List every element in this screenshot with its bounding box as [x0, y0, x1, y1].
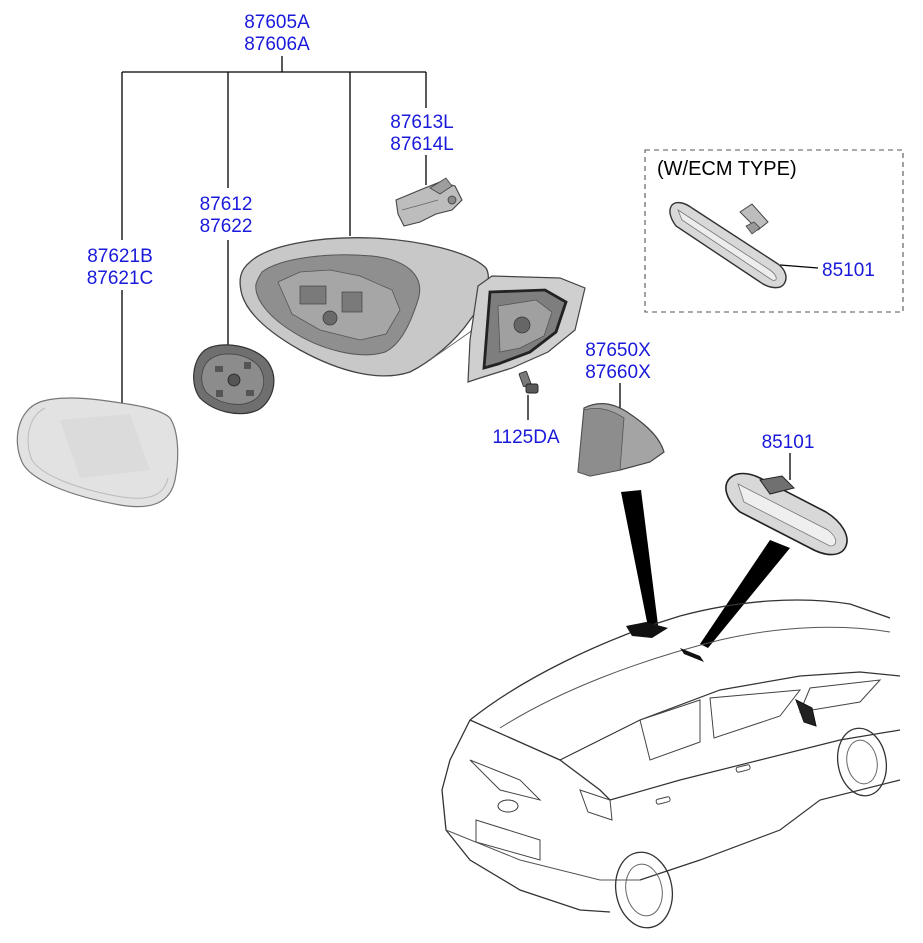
- label-mirror-glass[interactable]: 87621B 87621C: [87, 246, 154, 289]
- callout-title: (W/ECM TYPE): [657, 158, 797, 180]
- garnish-icon[interactable]: [577, 403, 665, 477]
- assembly-leader-lines: [121, 56, 819, 480]
- actuator-icon[interactable]: [193, 344, 275, 415]
- vehicle-icon: [441, 599, 901, 929]
- part-number-87622[interactable]: 87622: [200, 216, 253, 237]
- mirror-glass-icon[interactable]: [16, 397, 179, 508]
- part-number-1125DA[interactable]: 1125DA: [492, 427, 560, 448]
- callout-frame: [644, 149, 904, 313]
- part-number-85101-ecm[interactable]: 85101: [822, 260, 875, 281]
- part-number-87621C[interactable]: 87621C: [87, 268, 154, 289]
- part-number-87614L[interactable]: 87614L: [390, 134, 453, 155]
- part-number-87612[interactable]: 87612: [200, 194, 253, 215]
- part-number-87606A[interactable]: 87606A: [244, 34, 310, 55]
- pointer-wedges: [621, 490, 790, 648]
- part-number-87621B[interactable]: 87621B: [87, 246, 153, 267]
- label-mirror-actuator[interactable]: 87612 87622: [200, 194, 253, 237]
- outside-mirror-housing-icon[interactable]: [239, 237, 489, 377]
- label-garnish[interactable]: 87650X 87660X: [585, 340, 651, 383]
- label-mirror-cover[interactable]: 87613L 87614L: [390, 112, 453, 155]
- mirror-base-icon[interactable]: [467, 275, 586, 383]
- screw-icon[interactable]: [518, 370, 539, 394]
- part-number-87613L[interactable]: 87613L: [390, 112, 453, 133]
- label-outside-mirror-assy[interactable]: 87605A 87606A: [244, 12, 310, 55]
- ecm-type-callout: (W/ECM TYPE) 85101: [644, 149, 904, 313]
- inside-mirror-icon[interactable]: [725, 472, 848, 556]
- part-number-87650X[interactable]: 87650X: [585, 340, 651, 361]
- part-number-87605A[interactable]: 87605A: [244, 12, 310, 33]
- cover-clip-icon[interactable]: [395, 177, 463, 227]
- part-number-85101[interactable]: 85101: [762, 432, 815, 453]
- part-number-87660X[interactable]: 87660X: [585, 362, 651, 383]
- inside-mirror-ecm-icon[interactable]: [669, 201, 787, 289]
